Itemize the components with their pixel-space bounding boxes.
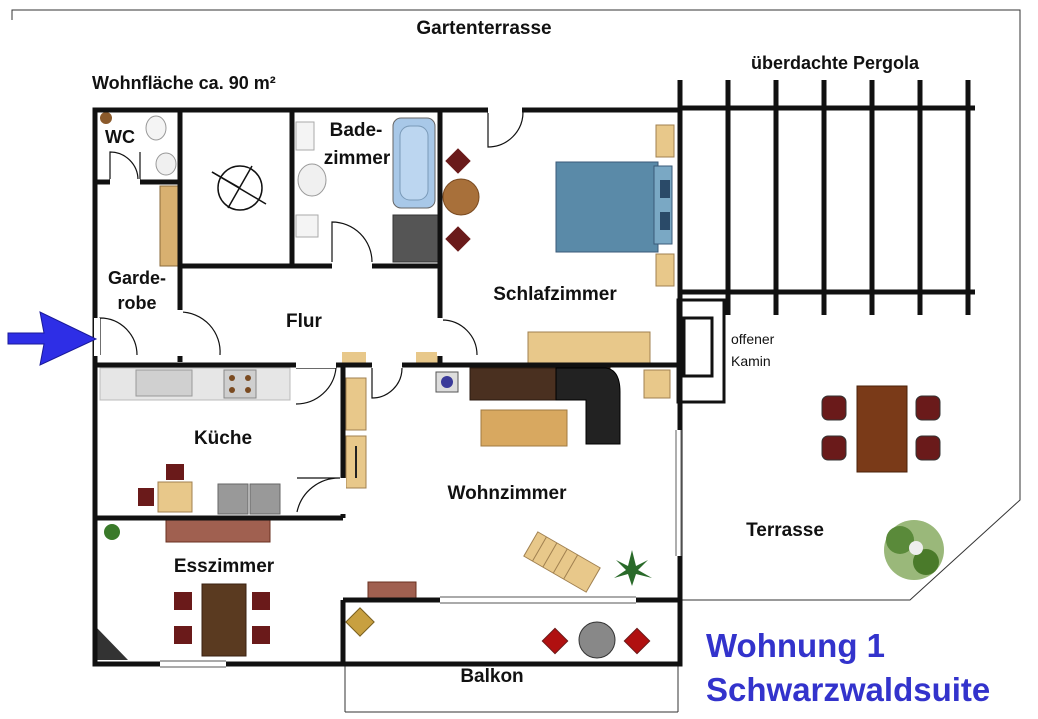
- sideboard: [367, 581, 417, 601]
- shoe-cabinet: [342, 352, 366, 364]
- wall-openings: [94, 107, 681, 667]
- doors: [99, 111, 524, 513]
- kitchen-sink-icon: [135, 369, 193, 397]
- dining-table: [201, 583, 247, 657]
- chair-icon: [821, 395, 847, 421]
- round-table-icon: [442, 178, 480, 216]
- stool-icon: [345, 607, 375, 637]
- palm-plant-icon: [614, 550, 652, 586]
- chair-icon: [174, 592, 192, 610]
- apartment-subtitle: Schwarzwaldsuite: [706, 671, 990, 708]
- label-living-room: Wohnzimmer: [448, 483, 568, 504]
- shoe-cabinet: [416, 352, 440, 364]
- label-wardrobe-1: Garde-: [108, 268, 166, 288]
- label-fireplace-1: offener: [731, 331, 775, 347]
- toilet-icon: [145, 115, 167, 141]
- chair-icon: [445, 148, 471, 174]
- corner-cabinet: [97, 628, 128, 660]
- label-dining-room: Esszimmer: [174, 556, 275, 577]
- label-kitchen: Küche: [194, 428, 252, 449]
- chair-icon: [174, 626, 192, 644]
- windows: [160, 430, 682, 668]
- bedroom-dresser: [527, 331, 651, 365]
- label-pergola: überdachte Pergola: [751, 53, 920, 73]
- side-cabinet: [345, 377, 367, 431]
- furniture: [97, 112, 944, 660]
- coffee-table: [480, 409, 568, 447]
- sink-icon: [155, 152, 177, 176]
- corner-sofa-icon: [555, 367, 621, 445]
- terrace-table: [856, 385, 908, 473]
- shower-tray: [392, 214, 439, 263]
- kitchen-counter: [99, 367, 291, 401]
- lounger-icon: [523, 531, 601, 593]
- fireplace: [676, 298, 726, 404]
- chair-icon: [623, 627, 651, 655]
- chair-icon: [252, 592, 270, 610]
- label-living-area: Wohnfläche ca. 90 m²: [92, 73, 276, 93]
- chair-icon: [541, 627, 569, 655]
- nightstand: [655, 253, 675, 287]
- chair-icon: [915, 395, 941, 421]
- chair-icon: [166, 464, 184, 480]
- chair-icon: [252, 626, 270, 644]
- label-fireplace-2: Kamin: [731, 353, 771, 369]
- label-terrace: Terrasse: [746, 520, 824, 541]
- appliance: [217, 483, 249, 515]
- apartment-title: Wohnung 1: [706, 627, 885, 664]
- label-bathroom-1: Bade-: [330, 120, 383, 141]
- plant-icon: [104, 524, 120, 540]
- label-garden-terrace: Gartenterrasse: [416, 18, 551, 39]
- sideboard: [165, 519, 271, 543]
- plant-icon: [100, 112, 112, 124]
- entrance-arrow-icon: [7, 311, 98, 366]
- washbasin-icon: [297, 163, 327, 197]
- kitchen-table: [157, 481, 193, 513]
- tree-icon: [884, 520, 944, 580]
- chair-icon: [915, 435, 941, 461]
- plot-outline: [11, 9, 1021, 713]
- chair-icon: [445, 226, 471, 252]
- label-bathroom-2: zimmer: [324, 148, 391, 169]
- pergola: [677, 80, 975, 315]
- label-bedroom: Schlafzimmer: [493, 284, 617, 305]
- chair-icon: [138, 488, 154, 506]
- round-table-icon: [578, 621, 616, 659]
- appliance: [249, 483, 281, 515]
- wardrobe-cabinet: [159, 185, 179, 267]
- label-hall: Flur: [286, 311, 322, 332]
- stove-icon: [223, 369, 257, 399]
- bed-icon: [555, 161, 659, 253]
- armchair-icon: [643, 369, 671, 399]
- label-wc: WC: [105, 127, 135, 147]
- label-balcony: Balkon: [460, 666, 523, 687]
- nightstand: [655, 124, 675, 158]
- label-wardrobe-2: robe: [117, 293, 156, 313]
- chair-icon: [821, 435, 847, 461]
- bath-toilet: [295, 121, 315, 151]
- compass-icon: [211, 165, 267, 211]
